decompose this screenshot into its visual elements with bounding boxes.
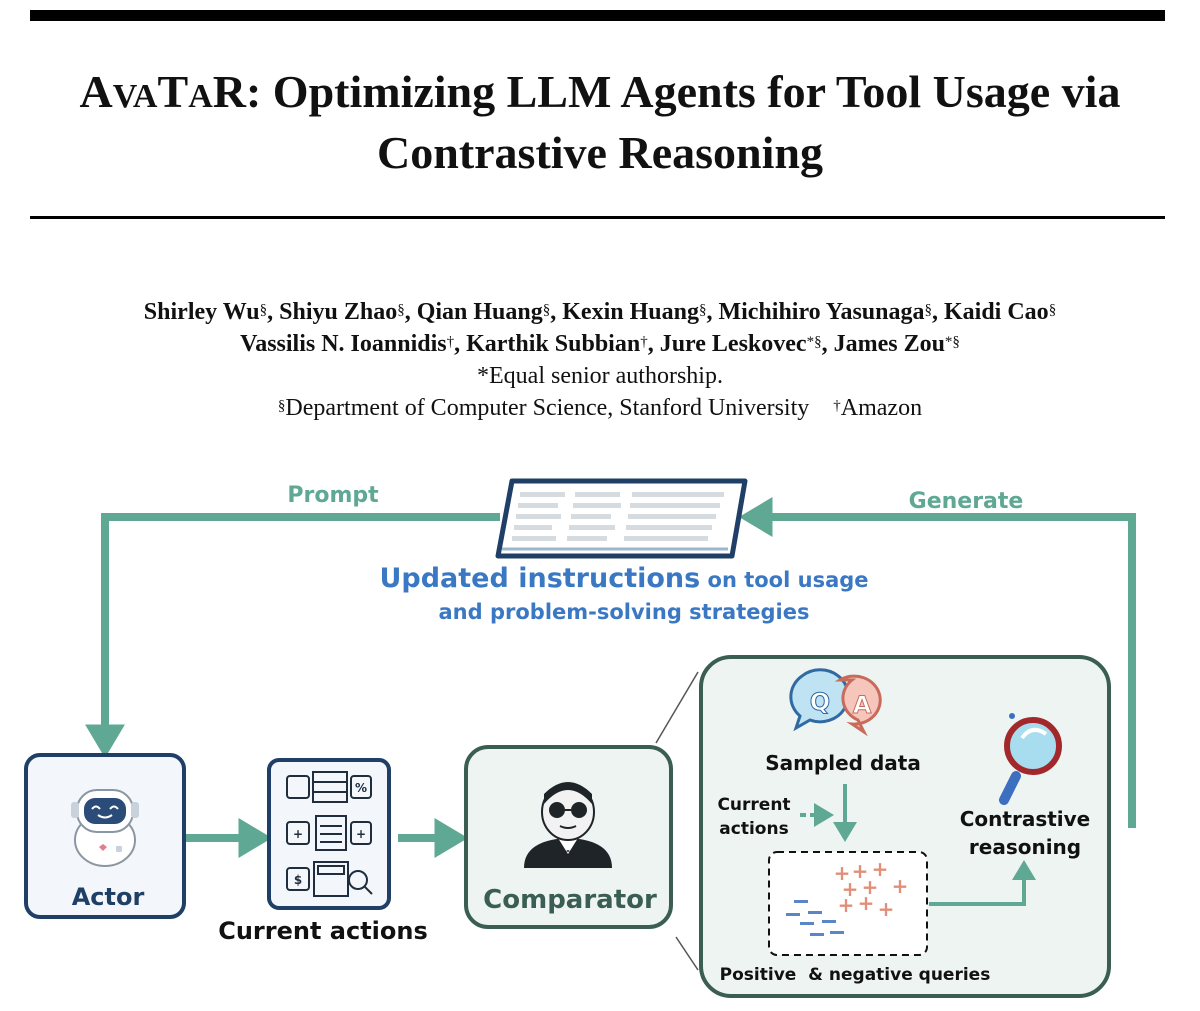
svg-text:$: $: [294, 873, 302, 887]
equal-authorship-note: *Equal senior authorship.: [477, 363, 723, 389]
author-name: Kaidi Cao: [944, 299, 1049, 325]
generate-arrow: [739, 497, 1136, 828]
paper-title: AVATAR: Optimizing LLM Agents for Tool U…: [0, 64, 1200, 181]
author-affiliation-mark: §: [542, 302, 551, 318]
svg-text:+: +: [862, 875, 879, 899]
top-rule: [30, 10, 1165, 21]
author-name: Karthik Subbian: [466, 331, 641, 357]
qa-bubbles-icon: Q A: [789, 668, 882, 737]
author-affiliation-mark: §: [1048, 302, 1057, 318]
title-line-2: Contrastive Reasoning: [377, 127, 823, 178]
stanford-affiliation: Department of Computer Science, Stanford…: [285, 395, 810, 421]
authors-line-1: Shirley Wu§, Shiyu Zhao§, Qian Huang§, K…: [143, 299, 1057, 325]
contrastive-reasoning-line-1: Contrastive: [960, 807, 1091, 831]
title-rule: [30, 216, 1165, 219]
author-name: James Zou: [833, 331, 945, 357]
author-name: Qian Huang: [416, 299, 543, 325]
sampled-data-label: Sampled data: [765, 751, 921, 775]
author-affiliation-mark: *§: [944, 334, 960, 350]
zoom-line-bottom: [675, 936, 699, 971]
author-affiliation-mark: §: [698, 302, 707, 318]
current-actions-label: Current actions: [218, 917, 428, 945]
svg-text:+: +: [878, 897, 895, 921]
robot-icon: [71, 789, 139, 867]
queries-to-reasoning-arrow: [929, 860, 1036, 906]
queries-label: Positive & negative queries: [720, 965, 991, 985]
svg-text:+: +: [872, 857, 889, 881]
tool-icons: [286, 771, 373, 897]
negative-queries: [786, 900, 844, 936]
small-current-actions-line-1: Current: [717, 795, 790, 815]
instructions-caption-line-1: Updated instructions on tool usage: [379, 563, 868, 594]
comparator-figure-icon: [524, 782, 612, 868]
author-name: Shirley Wu: [143, 299, 260, 325]
author-name: Vassilis N. Ioannidis: [240, 331, 447, 357]
magnifier-icon: [999, 713, 1062, 805]
current-actions-box: % + + $: [267, 758, 391, 910]
zoom-line-top: [655, 671, 699, 744]
affiliations: §Department of Computer Science, Stanfor…: [0, 392, 1200, 424]
author-name: Shiyu Zhao: [279, 299, 398, 325]
svg-text:+: +: [842, 877, 859, 901]
author-affiliation-mark: †: [446, 334, 455, 350]
author-affiliation-mark: §: [924, 302, 933, 318]
instructions-caption-line-2: and problem-solving strategies: [439, 600, 810, 624]
author-name: Kexin Huang: [562, 299, 699, 325]
svg-text:+: +: [356, 827, 366, 841]
qa-q-letter: Q: [810, 688, 830, 716]
svg-text:+: +: [858, 891, 875, 915]
author-name: Jure Leskovec: [659, 331, 807, 357]
author-name: Michihiro Yasunaga: [718, 299, 925, 325]
comparator-box: Comparator: [464, 745, 673, 929]
svg-text:+: +: [834, 861, 851, 885]
author-block: Shirley Wu§, Shiyu Zhao§, Qian Huang§, K…: [0, 296, 1200, 424]
comparator-label: Comparator: [483, 885, 657, 915]
svg-text:+: +: [892, 874, 909, 898]
generate-label: Generate: [909, 489, 1024, 514]
qa-a-letter: A: [853, 691, 872, 719]
amazon-mark: †: [833, 398, 841, 414]
prompt-arrow: [85, 513, 500, 758]
positive-queries: +++ +++ +++: [834, 857, 909, 921]
queries-dashed-box: [768, 851, 928, 956]
stanford-mark: §: [277, 398, 286, 414]
instructions-highlight: Updated instructions: [379, 563, 700, 594]
svg-text:+: +: [838, 893, 855, 917]
svg-text:+: +: [293, 827, 303, 841]
contrastive-reasoning-line-2: reasoning: [969, 835, 1081, 859]
instructions-document-icon: [495, 478, 748, 559]
comparator-detail-box: Q A Sampled data Current actions +++ +++…: [699, 655, 1111, 998]
author-affiliation-mark: †: [640, 334, 648, 350]
small-current-actions-line-2: actions: [719, 819, 788, 839]
actor-label: Actor: [72, 883, 145, 911]
actor-box: Actor: [24, 753, 186, 919]
svg-text:+: +: [852, 859, 869, 883]
instructions-rest: on tool usage: [700, 568, 868, 592]
authors-line-2: Vassilis N. Ioannidis†, Karthik Subbian†…: [240, 331, 960, 357]
title-line-1: AVATAR: Optimizing LLM Agents for Tool U…: [79, 66, 1121, 117]
author-affiliation-mark: §: [259, 302, 268, 318]
prompt-label: Prompt: [287, 483, 379, 508]
amazon-affiliation: Amazon: [840, 395, 923, 421]
author-affiliation-mark: *§: [806, 334, 822, 350]
svg-text:%: %: [355, 781, 367, 795]
author-affiliation-mark: §: [397, 302, 405, 318]
